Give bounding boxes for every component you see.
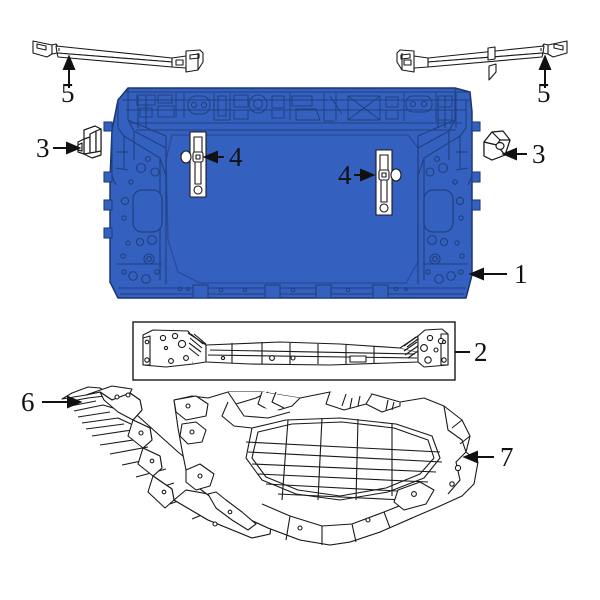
callout-label-4-left: 4 [229,142,243,172]
part-mounting-bracket-right[interactable] [483,130,511,161]
leader-4-right [354,168,376,182]
callout-labels: 1 2 3 3 4 4 5 5 6 7 [21,78,551,472]
leader-6 [42,395,83,409]
part-hood-latch-striker-left[interactable] [180,131,207,198]
part-upper-tie-bar-right[interactable] [396,40,568,81]
leader-3-right [501,147,527,161]
part-mounting-bracket-left[interactable] [77,125,102,159]
leader-4-left [202,150,224,164]
part-upper-tie-bar-left[interactable] [32,40,204,73]
callout-label-4-right: 4 [338,160,352,190]
leader-5-right [538,54,552,88]
part-lower-crossmember[interactable] [142,328,449,368]
part-hood-latch-striker-right[interactable] [375,149,402,216]
leader-5-left [62,54,76,88]
callout-label-5-right: 5 [537,78,551,108]
callout-label-7: 7 [500,442,514,472]
callout-label-1: 1 [514,259,528,289]
part-engine-belly-pan[interactable] [173,391,479,546]
callout-label-5-left: 5 [61,78,75,108]
callout-label-3-right: 3 [532,139,546,169]
leader-7 [462,450,494,464]
callout-label-3-left: 3 [36,133,50,163]
callout-label-6: 6 [21,387,35,417]
callout-label-2: 2 [474,337,488,367]
leader-3-left [53,141,82,155]
leader-1 [468,267,507,281]
callout-leaders [42,54,552,464]
part-radiator-support-panel[interactable] [103,87,481,299]
